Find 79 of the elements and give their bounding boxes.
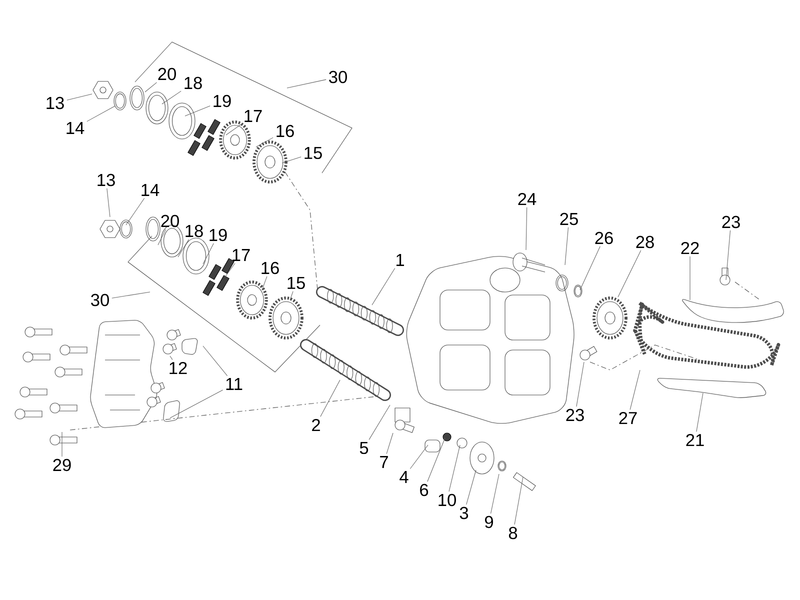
callout-number: 7 bbox=[380, 456, 388, 468]
leader-line bbox=[184, 106, 210, 116]
leader-line bbox=[256, 137, 274, 148]
leader-line bbox=[226, 124, 242, 136]
leader-line bbox=[410, 444, 428, 470]
callout-number: 17 bbox=[244, 110, 262, 122]
callout-number: 14 bbox=[66, 122, 84, 134]
leader-line bbox=[580, 246, 600, 290]
leader-line bbox=[202, 346, 228, 376]
callout-number: 20 bbox=[158, 68, 176, 80]
leader-line bbox=[224, 262, 236, 278]
leader-line bbox=[514, 476, 524, 525]
leader-line bbox=[202, 243, 214, 264]
callout-number: 16 bbox=[262, 262, 279, 274]
callout-number: 29 bbox=[53, 458, 71, 472]
leader-line bbox=[630, 370, 640, 410]
callout-number: 13 bbox=[98, 174, 115, 186]
callout-number: 30 bbox=[91, 294, 109, 306]
leader-line bbox=[262, 276, 268, 290]
callout-number: 10 bbox=[438, 494, 456, 506]
leader-line bbox=[126, 198, 145, 226]
callout-number: 8 bbox=[508, 526, 518, 540]
callout-number: 25 bbox=[560, 212, 578, 226]
callout-number: 3 bbox=[460, 506, 468, 520]
callout-number: 13 bbox=[46, 96, 64, 110]
callout-number: 27 bbox=[619, 412, 637, 424]
callout-number: 16 bbox=[276, 124, 294, 138]
leader-line bbox=[112, 292, 150, 298]
leader-line bbox=[66, 94, 92, 100]
leader-line bbox=[526, 207, 528, 250]
leader-line bbox=[368, 404, 390, 440]
leader-line bbox=[178, 239, 190, 258]
callout-number: 19 bbox=[214, 94, 231, 108]
leader-line bbox=[490, 474, 500, 514]
leader-line bbox=[618, 250, 642, 298]
leader-line bbox=[286, 79, 326, 88]
leader-line bbox=[466, 470, 476, 505]
leader-line bbox=[282, 156, 302, 164]
callout-number: 30 bbox=[329, 70, 347, 84]
callout-number: 22 bbox=[681, 242, 699, 254]
leader-line bbox=[144, 82, 157, 92]
leader-line bbox=[170, 356, 173, 360]
callout-number: 26 bbox=[595, 232, 613, 244]
callout-number: 21 bbox=[686, 434, 704, 446]
leader-line bbox=[427, 438, 446, 482]
leader-line bbox=[158, 229, 166, 246]
callout-number: 6 bbox=[420, 484, 428, 496]
callout-number: 2 bbox=[312, 418, 320, 432]
leader-line bbox=[320, 380, 340, 417]
callout-number: 18 bbox=[186, 224, 203, 238]
callout-number: 28 bbox=[636, 236, 654, 248]
leader-line bbox=[448, 444, 460, 492]
leader-line bbox=[162, 90, 182, 104]
callout-number: 20 bbox=[161, 214, 179, 228]
callout-number: 1 bbox=[396, 254, 404, 266]
callout-number: 4 bbox=[400, 471, 408, 483]
callout-number: 11 bbox=[226, 378, 242, 390]
callout-number: 23 bbox=[566, 408, 584, 422]
leader-line bbox=[576, 362, 584, 407]
leader-line bbox=[290, 291, 294, 300]
callout-number: 17 bbox=[232, 249, 250, 261]
leader-line bbox=[106, 188, 110, 218]
callout-number: 14 bbox=[142, 184, 160, 196]
callout-number: 5 bbox=[360, 442, 368, 454]
leader-line bbox=[170, 390, 223, 418]
leader-line bbox=[564, 227, 569, 266]
leader-line bbox=[726, 230, 731, 280]
leader-line bbox=[696, 392, 704, 432]
callout-number: 23 bbox=[722, 216, 740, 228]
callout-number: 15 bbox=[304, 146, 322, 160]
callout-number: 18 bbox=[184, 76, 202, 90]
leader-line bbox=[372, 268, 396, 306]
callout-number: 19 bbox=[210, 228, 227, 242]
leader-line bbox=[386, 432, 394, 454]
callout-number: 9 bbox=[485, 516, 493, 528]
callout-number: 12 bbox=[170, 362, 187, 374]
leader-line bbox=[86, 106, 116, 122]
callout-number: 15 bbox=[288, 276, 305, 290]
callout-number: 24 bbox=[518, 192, 536, 206]
